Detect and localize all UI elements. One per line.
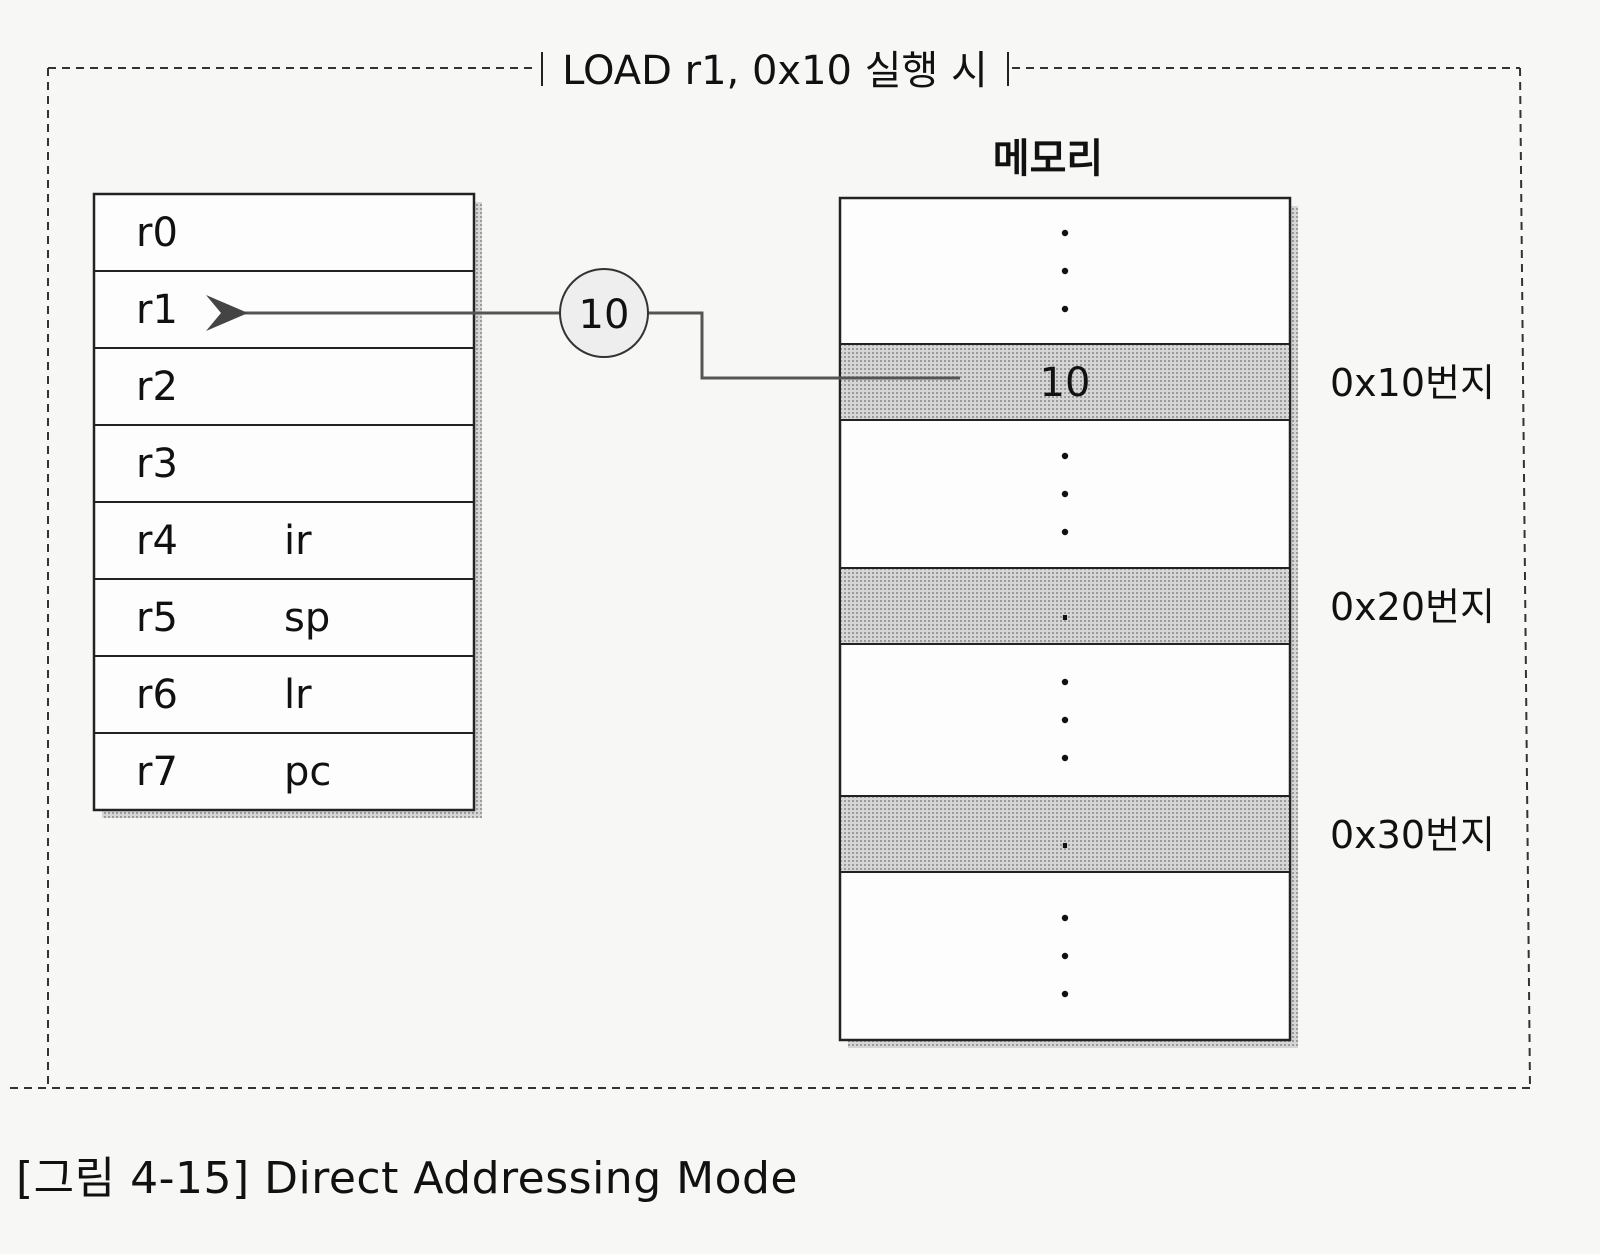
register-file: r0 r1 r2 r3 r4 ir r5 sp r6 lr r7 pc (92, 192, 482, 818)
transfer-value-circle (559, 268, 649, 358)
memory-ellipsis (1061, 914, 1069, 998)
register-alias: ir (284, 518, 312, 564)
memory-address-label: 0x10번지 (1330, 361, 1495, 405)
memory-ellipsis (1061, 229, 1069, 313)
memory-cell-value: . (1059, 584, 1072, 630)
diagram-title: LOAD r1, 0x10 실행 시 (562, 48, 988, 94)
memory-cell-value: . (1059, 812, 1072, 858)
title-brackets (541, 52, 1009, 86)
register-name: r2 (136, 364, 178, 410)
memory-cell-shaded (839, 795, 1291, 873)
register-alias: pc (284, 749, 331, 795)
memory-address-label: 0x20번지 (1330, 585, 1495, 629)
memory-ellipsis (1061, 452, 1069, 536)
memory-block: 10 0x10번지. 0x20번지. 0x30번지 (838, 196, 1495, 1048)
memory-label: 메모리 (993, 136, 1103, 182)
memory-cell-shaded (839, 567, 1291, 645)
register-alias: sp (284, 595, 330, 641)
register-alias: lr (284, 672, 312, 718)
register-name: r6 (136, 672, 178, 718)
register-name: r1 (136, 287, 178, 333)
memory-ellipsis (1061, 678, 1069, 762)
frame (10, 67, 1531, 1089)
register-name: r0 (136, 210, 178, 256)
memory-to-value-line (648, 311, 960, 380)
register-name: r5 (136, 595, 178, 641)
transfer-value: 10 (579, 292, 630, 338)
register-name: r4 (136, 518, 178, 564)
transfer-path: 10 (206, 268, 960, 380)
register-name: r7 (136, 749, 178, 795)
memory-cell-value: 10 (1040, 360, 1091, 406)
figure-caption: [그림 4-15] Direct Addressing Mode (16, 1153, 798, 1204)
register-name: r3 (136, 441, 178, 487)
memory-address-label: 0x30번지 (1330, 813, 1495, 857)
memory-cell-shaded (839, 343, 1291, 421)
